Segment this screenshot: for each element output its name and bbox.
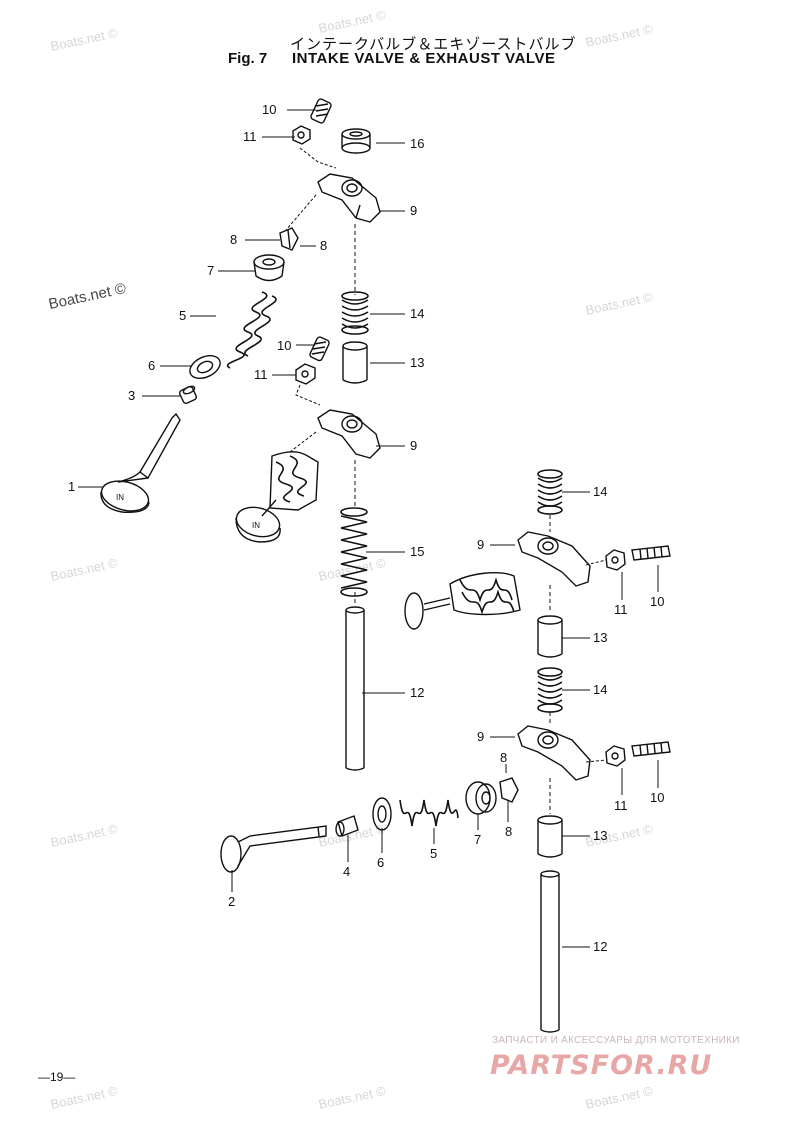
adjusting-screw-10-mid — [309, 336, 330, 362]
title-japanese: インテークバルブ＆エキゾーストバルブ — [290, 35, 577, 53]
nut-11-top — [292, 125, 311, 145]
callout-4: 4 — [343, 864, 351, 879]
nut-11-right-a — [605, 549, 626, 571]
title-english: INTAKE VALVE & EXHAUST VALVE — [292, 50, 556, 67]
callout-5: 5 — [430, 846, 438, 861]
rocker-arm-9-top — [317, 173, 381, 223]
callout-13: 13 — [593, 828, 608, 843]
callout-16: 16 — [410, 136, 425, 151]
nut-11-mid — [295, 363, 316, 385]
valve-spring-14-right-b — [537, 667, 563, 713]
callout-10: 10 — [650, 790, 665, 805]
stem-seal-3 — [178, 385, 198, 405]
callout-12: 12 — [593, 939, 608, 954]
callout-3: 3 — [128, 388, 136, 403]
keeper-8-bottom — [499, 777, 519, 803]
callout-13: 13 — [410, 355, 425, 370]
valve-spring-5-bottom — [399, 799, 459, 827]
callout-15: 15 — [410, 544, 425, 559]
stem-seal-4 — [335, 815, 359, 837]
rocker-arm-9-right-b — [517, 725, 591, 781]
callout-10: 10 — [262, 102, 277, 117]
callout-2: 2 — [228, 894, 236, 909]
leader-lines — [78, 109, 659, 948]
valve-assembly-right-a — [404, 572, 521, 630]
callout-1: 1 — [68, 479, 76, 494]
shop-logo: PARTSFOR.RU — [490, 1050, 713, 1081]
callout-9: 9 — [477, 537, 485, 552]
callout-7: 7 — [207, 263, 215, 278]
callout-7: 7 — [474, 832, 482, 847]
callout-11: 11 — [243, 129, 257, 144]
rocker-arm-9-right-a — [517, 531, 591, 587]
adjusting-screw-10-right-b — [631, 741, 671, 757]
shop-tagline: ЗАПЧАСТИ И АКСЕССУАРЫ ДЛЯ МОТОТЕХНИКИ — [492, 1035, 740, 1046]
callout-8: 8 — [320, 238, 328, 253]
callout-14: 14 — [410, 306, 425, 321]
callout-14: 14 — [593, 682, 608, 697]
nut-11-right-b — [605, 745, 626, 767]
callout-8: 8 — [230, 232, 238, 247]
valve-spring-14-right-a — [537, 469, 563, 515]
callout-9: 9 — [410, 438, 418, 453]
adjusting-screw-10-right-a — [631, 545, 671, 561]
valve-spring-15 — [340, 507, 368, 597]
push-rod-12-left — [345, 606, 365, 771]
push-rod-12-right — [540, 870, 560, 1033]
spring-retainer-7-bottom — [465, 781, 497, 815]
valve-assembly-mid — [235, 451, 319, 543]
lifter-13-right-b — [537, 815, 563, 858]
callout-11: 11 — [254, 367, 268, 382]
intake-valve-1 — [100, 412, 181, 513]
lifter-13-upper — [342, 341, 368, 384]
callout-12: 12 — [410, 685, 425, 700]
callout-10: 10 — [277, 338, 292, 353]
spring-retainer-7-top — [253, 254, 285, 282]
callout-13: 13 — [593, 630, 608, 645]
callout-8: 8 — [500, 750, 508, 765]
page-number: —19— — [38, 1070, 76, 1084]
callout-6: 6 — [148, 358, 156, 373]
callout-6: 6 — [377, 855, 385, 870]
adjusting-screw-10-top — [310, 98, 332, 124]
callout-8: 8 — [505, 824, 513, 839]
callout-11: 11 — [614, 602, 628, 617]
lifter-13-right-a — [537, 615, 563, 658]
valve-marking-in-1: IN — [116, 493, 124, 502]
valve-spring-5-top — [226, 291, 277, 369]
valve-spring-14-upper — [341, 291, 369, 335]
keeper-8-top — [279, 227, 299, 251]
callout-14: 14 — [593, 484, 608, 499]
spring-seat-6-bottom — [372, 797, 392, 831]
callout-9: 9 — [410, 203, 418, 218]
callout-10: 10 — [650, 594, 665, 609]
spring-seat-6-top — [189, 354, 221, 380]
callout-9: 9 — [477, 729, 485, 744]
exhaust-valve-2 — [220, 825, 327, 873]
valve-marking-in-2: IN — [252, 521, 260, 530]
figure-label: Fig. 7 — [228, 50, 268, 67]
rocker-arm-9-mid — [317, 409, 381, 459]
callout-11: 11 — [614, 798, 628, 813]
callout-5: 5 — [179, 308, 187, 323]
cap-16 — [341, 128, 371, 154]
